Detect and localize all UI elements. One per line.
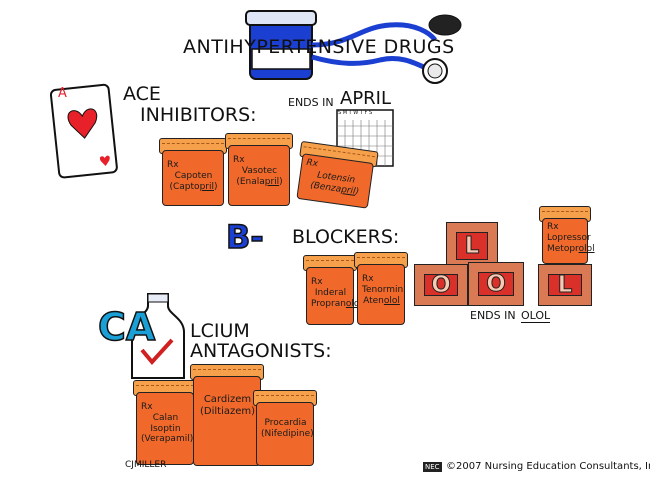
ace-of-hearts-card-icon [50, 83, 118, 179]
card-rank: A [58, 86, 67, 101]
procardia-bottle: Procardia(Nifedipine) [253, 390, 317, 466]
calcium-heading-line1: LCIUM [190, 320, 250, 342]
calcium-heading-ca: CA [97, 304, 156, 350]
artist-signature: CJMILLER [125, 460, 167, 470]
ace-heading-line1: ACE [123, 83, 161, 105]
ace-heading-line2: INHIBITORS: [140, 104, 257, 126]
calcium-heading-line2: ANTAGONISTS: [190, 340, 332, 362]
block-o-2: O [468, 262, 524, 306]
blood-pressure-cuff-icon [245, 10, 462, 84]
cardizem-bottle: Cardizem(Diltiazem) [190, 364, 264, 466]
beta-heading: BLOCKERS: [292, 226, 400, 248]
ace-ends-in-word: APRIL [340, 88, 392, 109]
copyright-notice: ©2007 Nursing Education Consultants, Inc… [446, 461, 650, 472]
page-title: ANTIHYPERTENSIVE DRUGS [183, 36, 455, 58]
calendar-days: S M T W T F S [338, 110, 373, 116]
beta-ends-in-word: OLOL [521, 309, 551, 323]
block-l-right: L [538, 264, 592, 306]
beta-ends-in-label: ENDS IN [470, 309, 516, 322]
milk-bottle-icon [131, 293, 185, 379]
block-o-1: O [414, 264, 468, 306]
ace-ends-in-label: ENDS IN [288, 96, 334, 109]
nec-logo: NEC [423, 462, 442, 472]
beta-heading-prefix: B- [225, 217, 264, 257]
